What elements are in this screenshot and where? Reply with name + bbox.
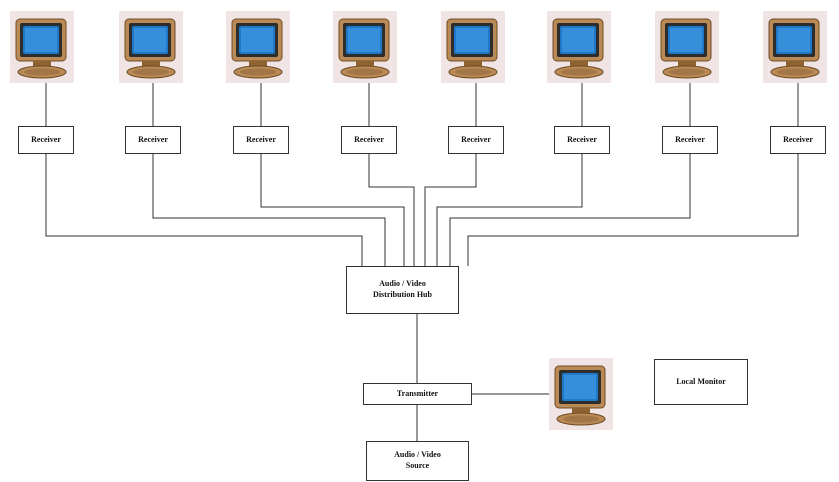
av-source-box: Audio / Video Source [366,441,469,481]
receiver-box: Receiver [233,126,289,154]
receiver-box: Receiver [662,126,718,154]
computer-monitor-icon [660,18,712,79]
connection-line [368,154,415,266]
computer-monitor-icon [124,18,176,79]
connection-line [260,154,405,266]
remote-monitor-icon [547,11,611,83]
remote-monitor-icon [763,11,827,83]
computer-monitor-icon [446,18,498,79]
receiver-box: Receiver [125,126,181,154]
receiver-box: Receiver [448,126,504,154]
connection-line [436,154,583,266]
transmitter-box: Transmitter [363,383,472,405]
remote-monitor-icon [10,11,74,83]
remote-monitor-icon [226,11,290,83]
receiver-box: Receiver [554,126,610,154]
computer-monitor-icon [231,18,283,79]
computer-monitor-icon [15,18,67,79]
connection-line [467,154,799,266]
receiver-box: Receiver [341,126,397,154]
connection-line [152,154,386,266]
remote-monitor-icon [333,11,397,83]
distribution-hub-box: Audio / Video Distribution Hub [346,266,459,314]
connection-line [45,154,363,266]
computer-monitor-icon [554,365,606,426]
connection-line [424,154,477,266]
computer-monitor-icon [338,18,390,79]
connection-line [449,154,691,266]
remote-monitor-icon [655,11,719,83]
remote-monitor-icon [119,11,183,83]
computer-monitor-icon [768,18,820,79]
receiver-box: Receiver [770,126,826,154]
receiver-box: Receiver [18,126,74,154]
local-monitor-box: Local Monitor [654,359,748,405]
computer-monitor-icon [552,18,604,79]
local-monitor-icon [549,358,613,430]
remote-monitor-icon [441,11,505,83]
